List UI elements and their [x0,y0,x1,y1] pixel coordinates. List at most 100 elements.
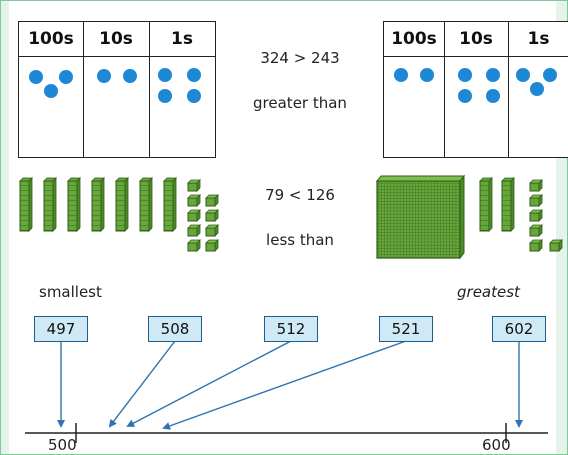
number-card-521: 521 [379,316,433,342]
counter-ones [530,82,544,96]
one-cube-side [196,179,201,192]
ten-rod-side [488,177,493,232]
one-cube-side [214,239,219,252]
label-greatest: greatest [457,283,520,301]
ten-rod-side [148,177,153,232]
header-hundreds: 100s [28,29,74,49]
base-ten-blocks-right [375,174,563,260]
counter-ones [158,89,172,103]
comparison-less: 79 < 126 [265,186,335,204]
number-card-602: 602 [492,316,546,342]
number-card-497: 497 [34,316,88,342]
ten-rod-side [510,177,515,232]
counter-ones [187,68,201,82]
one-cube-side [538,179,543,192]
ten-rod-side [100,177,105,232]
chart-header-row [19,22,215,57]
one-cube [529,212,540,222]
counter-tens [458,68,472,82]
counter-ones [158,68,172,82]
one-cube [529,242,540,252]
one-cube [549,242,560,252]
ten-rod [19,180,30,232]
ten-rod [163,180,174,232]
counter-tens [486,89,500,103]
one-cube-side [538,194,543,207]
comparison-greater-label: greater than [253,94,347,112]
one-cube [187,227,198,237]
ten-rod [43,180,54,232]
arrows [57,340,523,430]
base-ten-blocks-left [19,177,219,252]
one-cube [205,197,216,207]
one-cube-side [214,209,219,222]
number-line [25,423,548,443]
one-cube [529,197,540,207]
hundred-flat [376,180,461,259]
counter-tens [486,68,500,82]
number-line-label-500: 500 [48,436,77,454]
ten-rod [115,180,126,232]
number-card-508: 508 [148,316,202,342]
place-value-chart-right: 100s 10s 1s [383,21,568,158]
one-cube [187,197,198,207]
column-divider [83,22,84,157]
one-cube-side [196,224,201,237]
one-cube [205,227,216,237]
one-cube-side [558,239,563,252]
header-tens: 10s [459,29,493,49]
column-divider [444,22,445,157]
header-tens: 10s [99,29,133,49]
counter-hundreds [394,68,408,82]
counter-hundreds [44,84,58,98]
place-value-chart-left: 100s 10s 1s [18,21,216,158]
one-cube-side [538,209,543,222]
ten-rod [501,180,512,232]
counter-tens [123,69,137,83]
arrow-512 [126,340,292,427]
one-cube [187,182,198,192]
comparison-greater: 324 > 243 [260,49,340,67]
ten-rod-side [172,177,177,232]
counter-ones [543,68,557,82]
counter-tens [97,69,111,83]
one-cube [205,212,216,222]
counter-hundreds [420,68,434,82]
counter-hundreds [59,70,73,84]
one-cube-side [538,239,543,252]
ten-rod-side [124,177,129,232]
counter-hundreds [29,70,43,84]
one-cube [529,227,540,237]
arrow-521 [162,340,407,430]
column-divider [508,22,509,157]
header-ones: 1s [527,29,550,49]
one-cube-side [214,224,219,237]
one-cube [205,242,216,252]
comparison-less-label: less than [266,231,334,249]
label-smallest: smallest [39,283,102,301]
number-card-512: 512 [264,316,318,342]
counter-tens [458,89,472,103]
one-cube [187,242,198,252]
ten-rod-side [76,177,81,232]
hundred-flat-top [375,175,466,182]
ten-rod-side [28,177,33,232]
one-cube-side [196,194,201,207]
one-cube-side [196,239,201,252]
ten-rod [139,180,150,232]
one-cube-side [538,224,543,237]
counter-ones [516,68,530,82]
header-ones: 1s [171,29,193,49]
ten-rod-side [52,177,57,232]
one-cube [529,182,540,192]
counter-ones [187,89,201,103]
chart-header-row [384,22,568,57]
ten-rod [91,180,102,232]
left-margin [0,0,9,455]
one-cube-side [196,209,201,222]
column-divider [149,22,150,157]
arrow-508 [108,340,176,428]
ten-rod [67,180,78,232]
